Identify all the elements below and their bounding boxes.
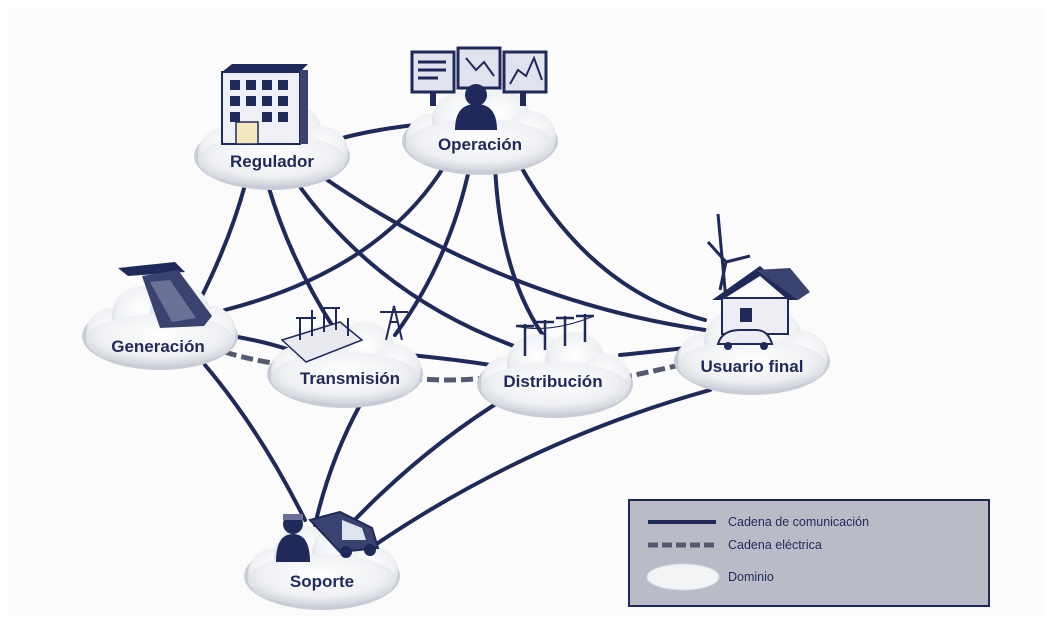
legend-domain-label: Dominio: [728, 570, 774, 584]
label-soporte: Soporte: [290, 572, 354, 591]
building-icon: [221, 64, 308, 145]
domain-operacion: Operación: [402, 46, 558, 175]
domain-regulador: Regulador: [194, 64, 350, 190]
label-usuario-final: Usuario final: [701, 357, 804, 376]
technician-truck-icon: [276, 510, 380, 562]
link-transmision-soporte: [313, 403, 362, 527]
label-operacion: Operación: [438, 135, 522, 154]
label-regulador: Regulador: [230, 152, 314, 171]
link-transmision-distribucion: [408, 353, 492, 367]
legend-communication-label: Cadena de comunicación: [728, 515, 869, 529]
label-transmision: Transmisión: [300, 369, 400, 388]
label-generacion: Generación: [111, 337, 205, 356]
communication-lines: [198, 123, 712, 547]
link-operacion-usuario: [518, 163, 707, 322]
link-operacion-generacion: [223, 163, 447, 312]
control-room-icon: [410, 46, 548, 130]
power-lines-icon: [515, 314, 595, 356]
domain-soporte: Soporte: [244, 510, 400, 610]
domain-generacion: Generación: [82, 262, 238, 370]
link-generacion-soporte: [203, 363, 307, 522]
domain-usuario-final: Usuario final: [674, 213, 830, 395]
substation-icon: [280, 305, 408, 363]
link-usuario-soporte: [373, 388, 712, 547]
domain-transmision: Transmisión: [267, 305, 423, 408]
link-regulador-generacion: [198, 183, 247, 302]
link-regulador-distribucion: [293, 178, 527, 352]
legend-electrical-label: Cadena eléctrica: [728, 538, 822, 552]
domain-distribucion: Distribución: [477, 314, 633, 418]
legend-cloud-icon: [646, 563, 720, 591]
link-distribucion-soporte: [343, 393, 512, 532]
link-regulador-usuario: [318, 173, 707, 332]
label-distribucion: Distribución: [503, 372, 602, 391]
house-icon: [706, 213, 810, 350]
link-distribucion-usuario: [618, 346, 687, 357]
power-plant-icon: [118, 262, 212, 328]
link-operacion-transmision: [393, 163, 472, 337]
legend: Cadena de comunicación Cadena eléctrica …: [628, 499, 990, 607]
